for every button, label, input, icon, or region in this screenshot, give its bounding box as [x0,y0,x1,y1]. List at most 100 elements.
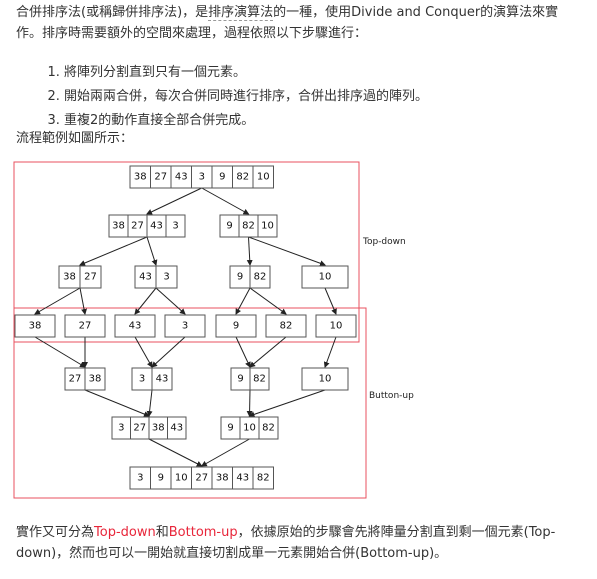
array-box-frame [129,466,274,490]
array-cell-value: 82 [253,374,266,385]
array-cell-value: 82 [254,272,267,283]
array-cell-value: 3 [163,272,169,283]
array-box: 9 82 [230,367,270,391]
array-cell-value: 27 [195,473,208,484]
array-box-frame [315,314,357,338]
array-cell-value: 38 [63,272,76,283]
array-box-frame [164,314,206,338]
array-box: 10 [301,367,349,391]
bottom-up-highlight: Bottom-up [168,525,238,540]
array-cell-value: 10 [319,374,332,385]
flow-arrow [34,336,86,368]
flow-arrow [249,336,287,368]
array-cell-value: 27 [79,321,92,332]
array-cell-value: 3 [137,473,143,484]
array-cell-value: 10 [319,272,332,283]
array-cell-value: 27 [69,374,82,385]
flow-arrow [248,389,326,418]
flow-arrow [148,438,203,467]
array-box-frame [129,165,274,189]
array-box-frame [215,314,257,338]
array-cell-value: 43 [156,374,169,385]
array-cell-value: 10 [330,321,343,332]
flow-arrow [235,287,251,315]
flow-arrow [134,336,153,368]
array-cell-value: 43 [139,272,152,283]
array-box-frame [301,367,349,391]
array-cell-value: 27 [84,272,97,283]
flow-arrow [134,287,157,315]
array-cell-value: 3 [139,374,145,385]
array-cell-value: 82 [242,221,255,232]
top-down-highlight: Top-down [94,525,156,540]
step-item: 重複2的動作直接全部合併完成。 [64,109,584,133]
array-box: 3 43 [131,367,173,391]
flow-arrow [324,287,337,315]
array-cell-value: 9 [237,374,243,385]
array-cell-value: 43 [129,321,142,332]
array-cell-value: 9 [226,221,232,232]
flow-arrow [235,336,251,368]
outro-paragraph: 實作又可分為Top-down和Bottom-up，依據原始的步驟會先將陣量分割直… [16,522,584,564]
array-box: 82 [265,314,307,338]
intro-paragraph: 合併排序法(或稱歸併排序法)，是排序演算法的一種，使用Divide and Co… [16,2,584,44]
array-cell-value: 3 [182,321,188,332]
array-cell-value: 9 [219,172,225,183]
array-cell-value: 38 [29,321,42,332]
bottom-up-region [13,307,367,499]
array-cell-value: 3 [172,221,178,232]
array-cell-value: 27 [133,423,146,434]
flow-arrow [79,236,148,266]
flow-arrow [34,287,81,315]
array-cell-value: 38 [112,221,125,232]
array-cell-value: 43 [175,172,188,183]
array-cell-value: 27 [131,221,144,232]
outro-text-1: 實作又可分為 [16,525,95,540]
array-cell-value: 10 [243,423,256,434]
flow-arrow [249,287,287,315]
bottom-up-label: Button-up [369,391,414,401]
array-box: 38 27 [58,265,102,289]
array-cell-value: 38 [134,172,147,183]
array-box-frame [301,265,349,289]
flow-arrow [79,287,88,315]
outro-text-2: ，依據原始的步驟會先將陣量分割直到剩一個元素(Top-down)，然而也可以一開… [16,525,556,561]
flow-arrow [201,187,250,215]
array-cell-value: 38 [216,473,229,484]
flow-arrow [84,389,150,417]
array-box-frame [265,314,307,338]
intro-text-2: 的一種，使用Divide and Conquer的演算法來實作。排序時需要額外的… [16,5,559,41]
array-cell-value: 43 [150,221,163,232]
array-box: 38 27 43 3 [108,214,186,238]
top-down-label: Top-down [362,237,406,247]
step-item: 開始兩兩合併，每次合併同時進行排序，合併出排序過的陣列。 [64,85,584,109]
array-box: 10 [301,265,349,289]
flow-arrow [155,287,186,315]
flow-arrow [200,438,250,467]
array-box-frame [114,314,156,338]
top-down-region [13,161,360,343]
intro-text-1: 合併排序法(或稱歸併排序法)，是 [16,5,209,20]
array-box: 43 [114,314,156,338]
array-cell-value: 82 [257,473,270,484]
array-cell-value: 3 [118,423,124,434]
flow-arrow [248,236,326,267]
array-cell-value: 82 [236,172,249,183]
array-box-frame [14,314,56,338]
flow-arrow [146,187,202,215]
sorting-algorithm-link[interactable]: 排序演算法 [208,5,274,21]
array-cell-value: 82 [280,321,293,332]
flow-arrow [146,236,158,266]
array-box-frame [219,214,278,238]
array-cell-value: 10 [257,172,270,183]
array-cell-value: 38 [152,423,165,434]
